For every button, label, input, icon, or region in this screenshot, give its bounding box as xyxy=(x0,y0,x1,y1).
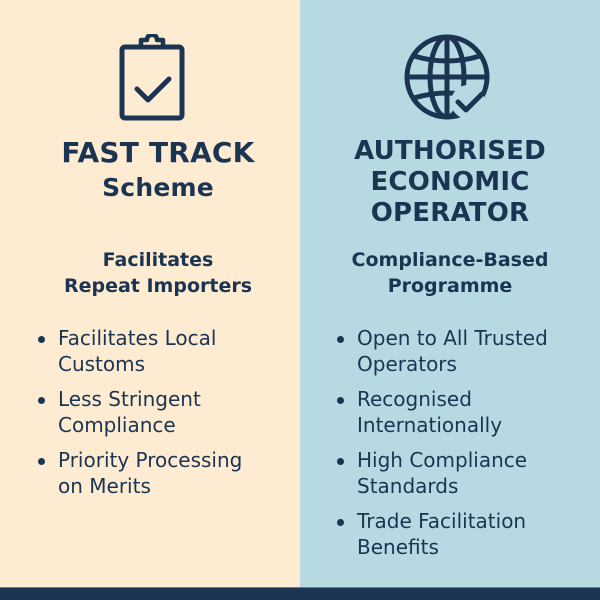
aeo-title-line-2: ECONOMIC xyxy=(370,167,530,197)
fast-track-benefits-list: Facilitates Local Customs Less Stringent… xyxy=(36,325,291,508)
list-item: Trade Facilitation Benefits xyxy=(335,508,595,560)
subtitle-line-1: Compliance-Based xyxy=(351,249,549,271)
bullet-icon xyxy=(337,336,344,343)
bullet-icon xyxy=(337,458,344,465)
list-item-line: High Compliance xyxy=(357,448,528,472)
list-item: Priority Processing on Merits xyxy=(36,447,291,499)
aeo-benefits-list: Open to All Trusted Operators Recognised… xyxy=(335,325,595,569)
list-item-line: Operators xyxy=(357,352,457,376)
fast-track-title: FAST TRACK xyxy=(61,136,255,169)
bullet-icon xyxy=(337,519,344,526)
list-item-line: Compliance xyxy=(58,413,176,437)
aeo-title: AUTHORISED ECONOMIC OPERATOR xyxy=(300,136,600,229)
list-item: Facilitates Local Customs xyxy=(36,325,291,377)
bullet-icon xyxy=(38,397,45,404)
subtitle-line-2: Programme xyxy=(387,275,513,297)
list-item-line: Open to All Trusted xyxy=(357,326,548,350)
fast-track-subtitle: Facilitates Repeat Importers xyxy=(8,247,308,299)
list-item-line: Priority Processing xyxy=(58,448,243,472)
list-item-line: Standards xyxy=(357,474,459,498)
list-item-line: Internationally xyxy=(357,413,503,437)
bullet-icon xyxy=(38,336,45,343)
subtitle-line-1: Facilitates xyxy=(102,249,214,271)
list-item: Less Stringent Compliance xyxy=(36,386,291,438)
aeo-subtitle: Compliance-Based Programme xyxy=(300,247,600,299)
fast-track-panel: FAST TRACK Scheme Facilitates Repeat Imp… xyxy=(0,0,300,587)
list-item-line: Recognised xyxy=(357,387,472,411)
list-item-line: on Merits xyxy=(58,474,151,498)
list-item-line: Customs xyxy=(58,352,146,376)
globe-check-icon xyxy=(402,32,496,126)
list-item-line: Benefits xyxy=(357,535,439,559)
aeo-title-line-3: OPERATOR xyxy=(370,198,530,228)
list-item-line: Trade Facilitation xyxy=(357,509,527,533)
list-item: Recognised Internationally xyxy=(335,386,595,438)
list-item: Open to All Trusted Operators xyxy=(335,325,595,377)
clipboard-check-icon xyxy=(117,34,187,124)
bullet-icon xyxy=(38,458,45,465)
list-item-line: Less Stringent xyxy=(58,387,201,411)
list-item: High Compliance Standards xyxy=(335,447,595,499)
footer-bar xyxy=(0,587,600,600)
bullet-icon xyxy=(337,397,344,404)
fast-track-title-scheme: Scheme xyxy=(102,173,214,202)
list-item-line: Facilitates Local xyxy=(58,326,217,350)
aeo-title-line-1: AUTHORISED xyxy=(354,136,546,166)
subtitle-line-2: Repeat Importers xyxy=(63,275,253,297)
aeo-panel: AUTHORISED ECONOMIC OPERATOR Compliance-… xyxy=(300,0,600,587)
